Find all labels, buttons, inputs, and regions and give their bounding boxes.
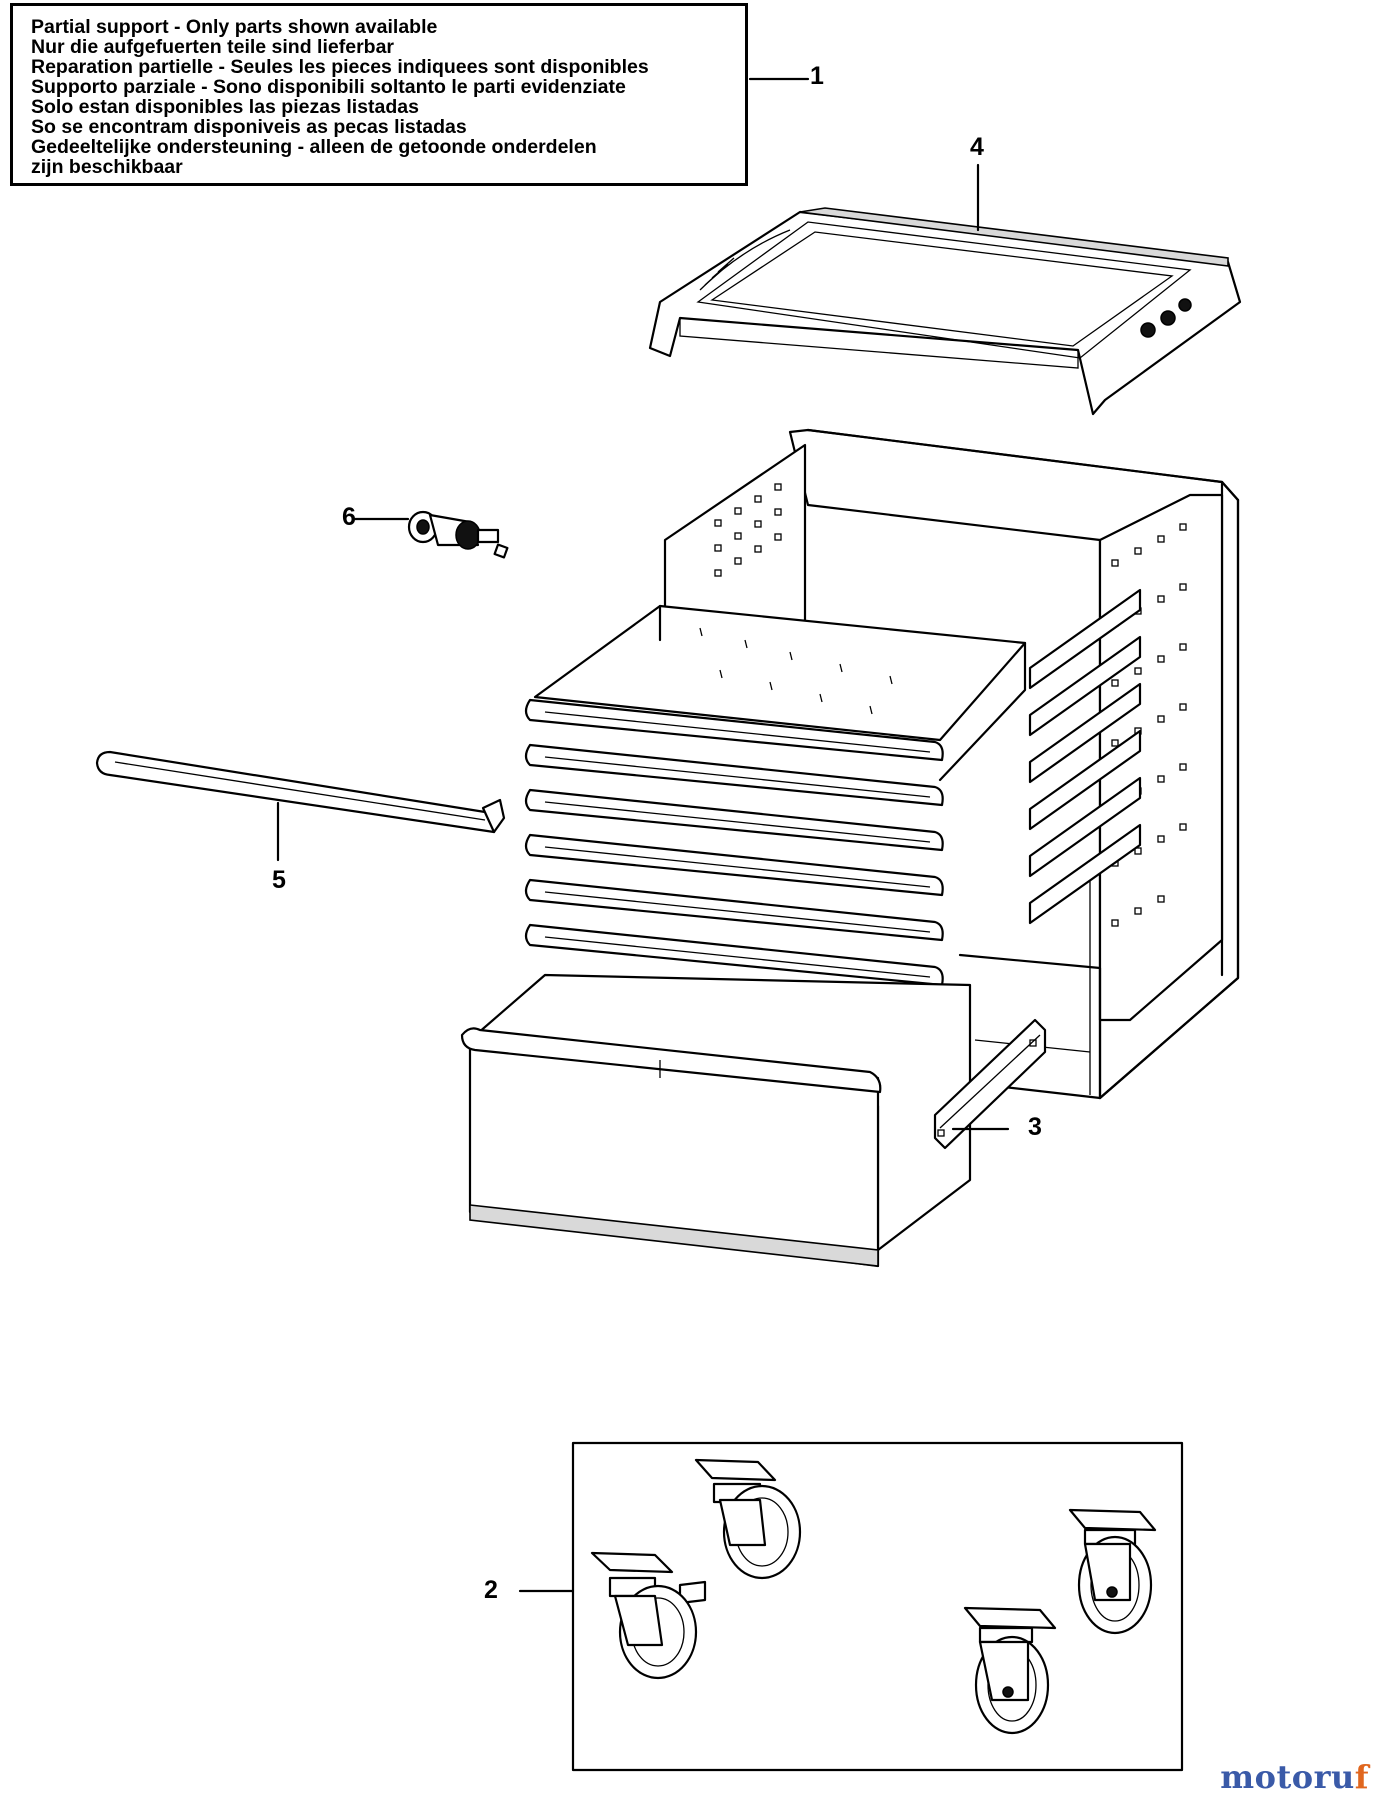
notice-line: So se encontram disponiveis as pecas lis… xyxy=(31,116,467,138)
callout-number-3: 3 xyxy=(1028,1113,1042,1141)
drawer-front[interactable] xyxy=(524,878,944,942)
drawer-front[interactable] xyxy=(524,698,944,762)
caster-wheel[interactable] xyxy=(963,1606,1057,1735)
handle-bar-part-5[interactable] xyxy=(95,750,506,834)
notice-line: Partial support - Only parts shown avail… xyxy=(31,16,438,38)
drawer-stack[interactable] xyxy=(533,604,1027,782)
drawer-front[interactable] xyxy=(524,788,944,852)
casters-box xyxy=(571,1441,1184,1772)
cabinet-frame[interactable] xyxy=(663,428,1240,1100)
callout-number-6: 6 xyxy=(342,503,356,531)
notice-line: Nur die aufgefuerten teile sind lieferba… xyxy=(31,36,394,58)
deep-drawer[interactable] xyxy=(460,973,972,1268)
motoruf-watermark-logo: motoruf xyxy=(1220,1758,1369,1796)
callout-number-5: 5 xyxy=(272,866,286,894)
drawer-front[interactable] xyxy=(524,743,944,807)
notice-line: Solo estan disponibles las piezas listad… xyxy=(31,96,419,118)
notice-line: Supporto parziale - Sono disponibili sol… xyxy=(31,76,626,98)
drawer-slides[interactable] xyxy=(1028,588,1142,925)
callout-number-1: 1 xyxy=(810,62,824,90)
notice-line: Gedeeltelijke ondersteuning - alleen de … xyxy=(31,136,597,158)
caster-wheel[interactable] xyxy=(1068,1508,1157,1635)
notice-line: Reparation partielle - Seules les pieces… xyxy=(31,56,649,78)
callout-number-2: 2 xyxy=(484,1576,498,1604)
notice-line: zijn beschikbaar xyxy=(31,156,183,178)
lock-part-6[interactable] xyxy=(407,510,509,559)
caster-wheel[interactable] xyxy=(694,1458,802,1580)
watermark-text: motoru xyxy=(1220,1758,1355,1796)
watermark-text: f xyxy=(1354,1758,1369,1796)
top-tray-part-4[interactable] xyxy=(648,207,1242,416)
partial-support-notice: Partial support - Only parts shown avail… xyxy=(10,3,748,186)
callout-number-4: 4 xyxy=(970,133,984,161)
slide-rail-part-3[interactable] xyxy=(933,1018,1047,1150)
drawer-front[interactable] xyxy=(524,833,944,897)
caster-wheel[interactable] xyxy=(590,1551,707,1680)
